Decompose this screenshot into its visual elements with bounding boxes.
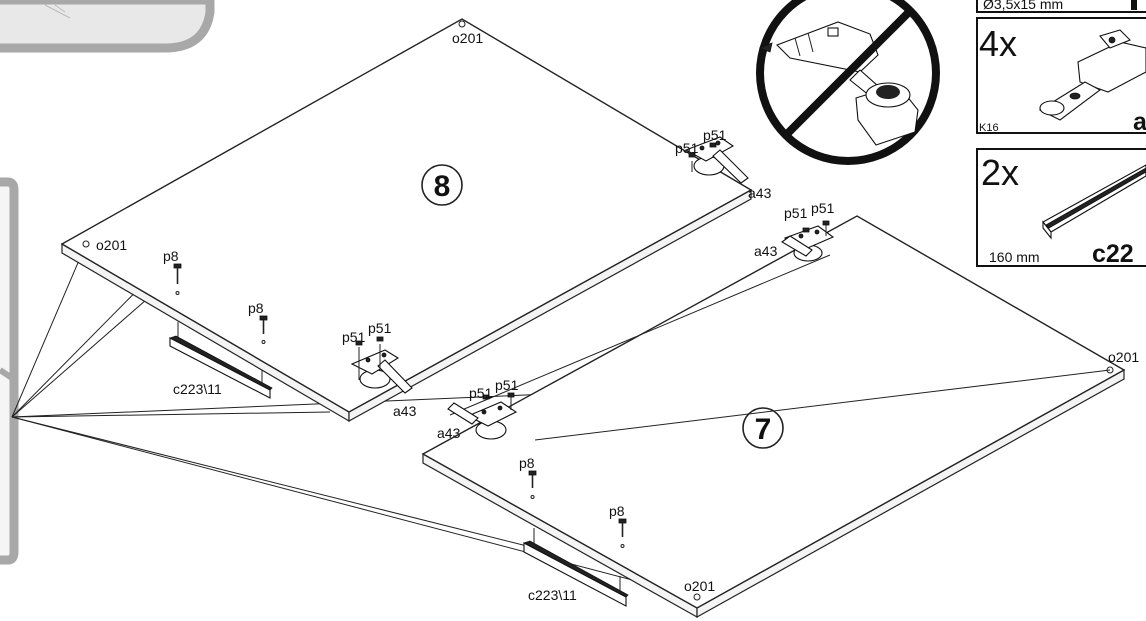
panel-number-8: 8 [421, 164, 463, 206]
screw-p8 [618, 518, 627, 548]
label-o201: o201 [684, 578, 715, 594]
label-a43: a43 [437, 425, 461, 441]
hinge-a43 [781, 220, 835, 262]
hinge-code: a [1133, 108, 1146, 136]
screw-p8 [259, 315, 268, 344]
label-a43: a43 [393, 403, 417, 419]
rail-quantity: 2x [981, 152, 1019, 193]
panel-8 [60, 18, 753, 423]
label-p51: p51 [784, 205, 808, 221]
hinge-a43 [350, 336, 413, 394]
rail-c223-lower [522, 528, 629, 607]
rail-box: 2x 160 mm c22 [976, 148, 1146, 268]
label-p51: p51 [675, 140, 699, 156]
rail-c223-upper [168, 322, 273, 399]
label-p51: p51 [342, 329, 366, 345]
label-p8: p8 [609, 503, 625, 519]
label-p8: p8 [248, 300, 264, 316]
screw-size-box: Ø3,5x15 mm [976, 0, 1146, 13]
top-left-tab [0, 0, 215, 53]
panel-7 [421, 215, 1126, 619]
parts-legend: Ø3,5x15 mm 4x K16 a 2x 160 mm c22 [976, 0, 1146, 268]
label-c223-11: c223\11 [528, 587, 577, 603]
screw-p8 [528, 470, 537, 499]
panel-number-7: 7 [742, 407, 784, 449]
screw-size-label: Ø3,5x15 mm [983, 0, 1063, 12]
label-c223-11: c223\11 [173, 381, 222, 397]
hinge-box: 4x K16 a [976, 17, 1146, 136]
label-a43: a43 [754, 243, 778, 259]
left-side-tab [0, 177, 19, 565]
label-o201: o201 [96, 237, 127, 253]
rail-code: c22 [1092, 240, 1134, 268]
hinge-a43 [684, 136, 749, 184]
hinge-quantity: 4x [979, 23, 1017, 64]
label-o201: o201 [452, 30, 483, 46]
label-p8: p8 [519, 455, 535, 471]
screw-p8 [173, 263, 182, 295]
hinge-a43 [447, 392, 518, 440]
label-p51: p51 [811, 200, 835, 216]
rail-length: 160 mm [989, 249, 1040, 265]
hinge-ref: K16 [979, 122, 999, 134]
label-o201: o201 [1108, 349, 1139, 365]
label-a43: a43 [748, 185, 772, 201]
no-power-drill-icon [756, 0, 940, 165]
label-p51: p51 [368, 320, 392, 336]
label-p51: p51 [495, 377, 519, 393]
hinge-icon [1038, 29, 1146, 121]
svg-text:7: 7 [755, 413, 772, 446]
label-p8: p8 [163, 248, 179, 264]
svg-text:8: 8 [434, 170, 451, 203]
label-p51: p51 [469, 385, 493, 401]
rail-icon [1042, 164, 1146, 240]
label-p51: p51 [703, 127, 727, 143]
